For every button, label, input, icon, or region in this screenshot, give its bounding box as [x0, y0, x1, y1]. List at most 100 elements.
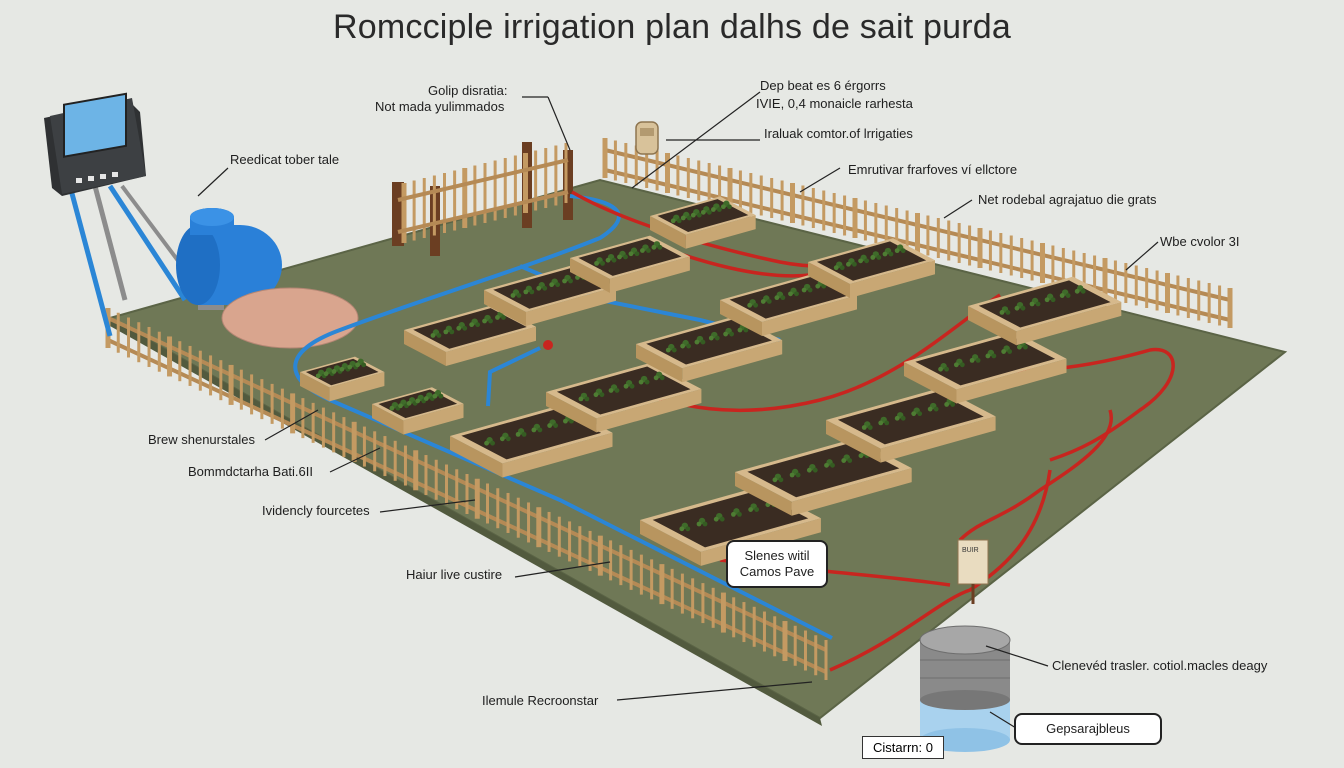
plant	[415, 394, 427, 404]
plant	[355, 358, 367, 368]
callout-tank: Gepsarajbleus	[1014, 713, 1162, 745]
plant	[882, 247, 894, 257]
plant	[999, 306, 1011, 315]
plant	[679, 522, 691, 532]
plant	[593, 388, 605, 398]
plant	[953, 358, 965, 368]
cistern-tag: Cistarrn: 0	[862, 736, 944, 759]
raised-bed	[650, 196, 756, 249]
plant	[806, 463, 818, 473]
plant	[748, 503, 760, 512]
plant	[1044, 293, 1056, 303]
label-right: Clenevéd trasler. cotiol.macles deagy	[1052, 658, 1268, 673]
plant	[731, 508, 742, 517]
label-left-4: Haiur live custire	[406, 567, 503, 582]
plant	[694, 335, 706, 345]
label-gate-2: Not mada yulimmados	[375, 99, 505, 114]
sand-pile	[221, 287, 359, 349]
diagram-title: Romcciple irrigation plan dalhs de sait …	[332, 8, 1012, 46]
plant	[927, 402, 939, 412]
plant	[469, 318, 481, 328]
plant	[690, 208, 702, 218]
plant	[523, 285, 535, 295]
plant	[710, 203, 722, 212]
plant	[858, 254, 870, 264]
plant	[774, 291, 786, 301]
plant	[1059, 289, 1071, 298]
plant	[315, 369, 327, 379]
plant	[547, 419, 559, 428]
plant	[484, 437, 495, 446]
irrigation-control-box	[635, 121, 659, 155]
plant	[617, 250, 628, 260]
plant	[911, 407, 923, 417]
plant	[747, 299, 759, 308]
raised-bed	[546, 362, 702, 433]
callout-line-2: Camos Pave	[739, 564, 815, 579]
plant	[801, 283, 813, 293]
plant	[789, 468, 801, 478]
plant	[985, 349, 997, 359]
plant	[1001, 345, 1013, 354]
front-fence	[105, 308, 828, 680]
raised-bed	[570, 235, 690, 293]
stake-sign-text: BUIR	[962, 547, 979, 554]
valve	[543, 340, 553, 350]
raised-bed	[808, 238, 935, 298]
plant	[1014, 301, 1026, 311]
callout-beds: Slenes witil Camos Pave	[726, 540, 828, 588]
label-controller: Reedicat tober tale	[230, 152, 340, 167]
ground-edge	[110, 318, 822, 726]
gate-fence	[392, 142, 573, 256]
controller-panel	[44, 92, 202, 337]
plant	[443, 325, 455, 335]
label-corner: Wbe cvolor 3I	[1160, 234, 1240, 249]
plant	[623, 380, 635, 389]
plant	[680, 339, 692, 349]
plant	[536, 282, 548, 291]
plant	[680, 211, 692, 221]
plant	[594, 257, 605, 266]
plant	[638, 375, 650, 385]
plant	[696, 517, 708, 527]
water-tank	[176, 208, 282, 310]
plant	[824, 459, 835, 468]
raised-bed	[300, 356, 385, 402]
plant	[713, 512, 725, 522]
plant	[861, 421, 873, 430]
plant	[846, 258, 857, 267]
plant	[670, 214, 682, 224]
plant	[708, 331, 720, 341]
plant	[549, 278, 561, 288]
plant	[628, 247, 640, 257]
plant	[723, 327, 735, 337]
plant	[788, 287, 799, 297]
label-left-2: Bommdctarha Bati.6II	[188, 464, 313, 479]
raised-bed	[636, 316, 783, 383]
raised-bed	[720, 273, 857, 336]
plant	[720, 200, 732, 210]
label-top-right-1: Dep beat es 6 érgorrs	[760, 78, 886, 93]
plant	[651, 241, 663, 250]
raised-bed	[372, 387, 464, 435]
plant	[398, 399, 409, 409]
plant	[562, 274, 573, 284]
cistern	[919, 625, 1011, 752]
plant	[605, 253, 617, 263]
plant	[870, 251, 882, 260]
label-fence-1: Emrutivar frarfoves ví ellctore	[848, 162, 1018, 177]
raised-bed	[826, 387, 996, 463]
plant	[833, 261, 845, 271]
raised-bed	[450, 405, 613, 478]
plant	[531, 423, 543, 433]
plant	[878, 416, 890, 426]
plant	[323, 367, 335, 377]
plant	[841, 454, 853, 463]
plant	[347, 360, 359, 370]
raised-bed	[404, 304, 536, 366]
plant	[1029, 297, 1041, 307]
plant	[894, 412, 906, 421]
raised-bed	[904, 331, 1067, 404]
plant	[499, 432, 511, 442]
label-fence-2: Net rodebal agrajatuo die grats	[978, 192, 1157, 207]
